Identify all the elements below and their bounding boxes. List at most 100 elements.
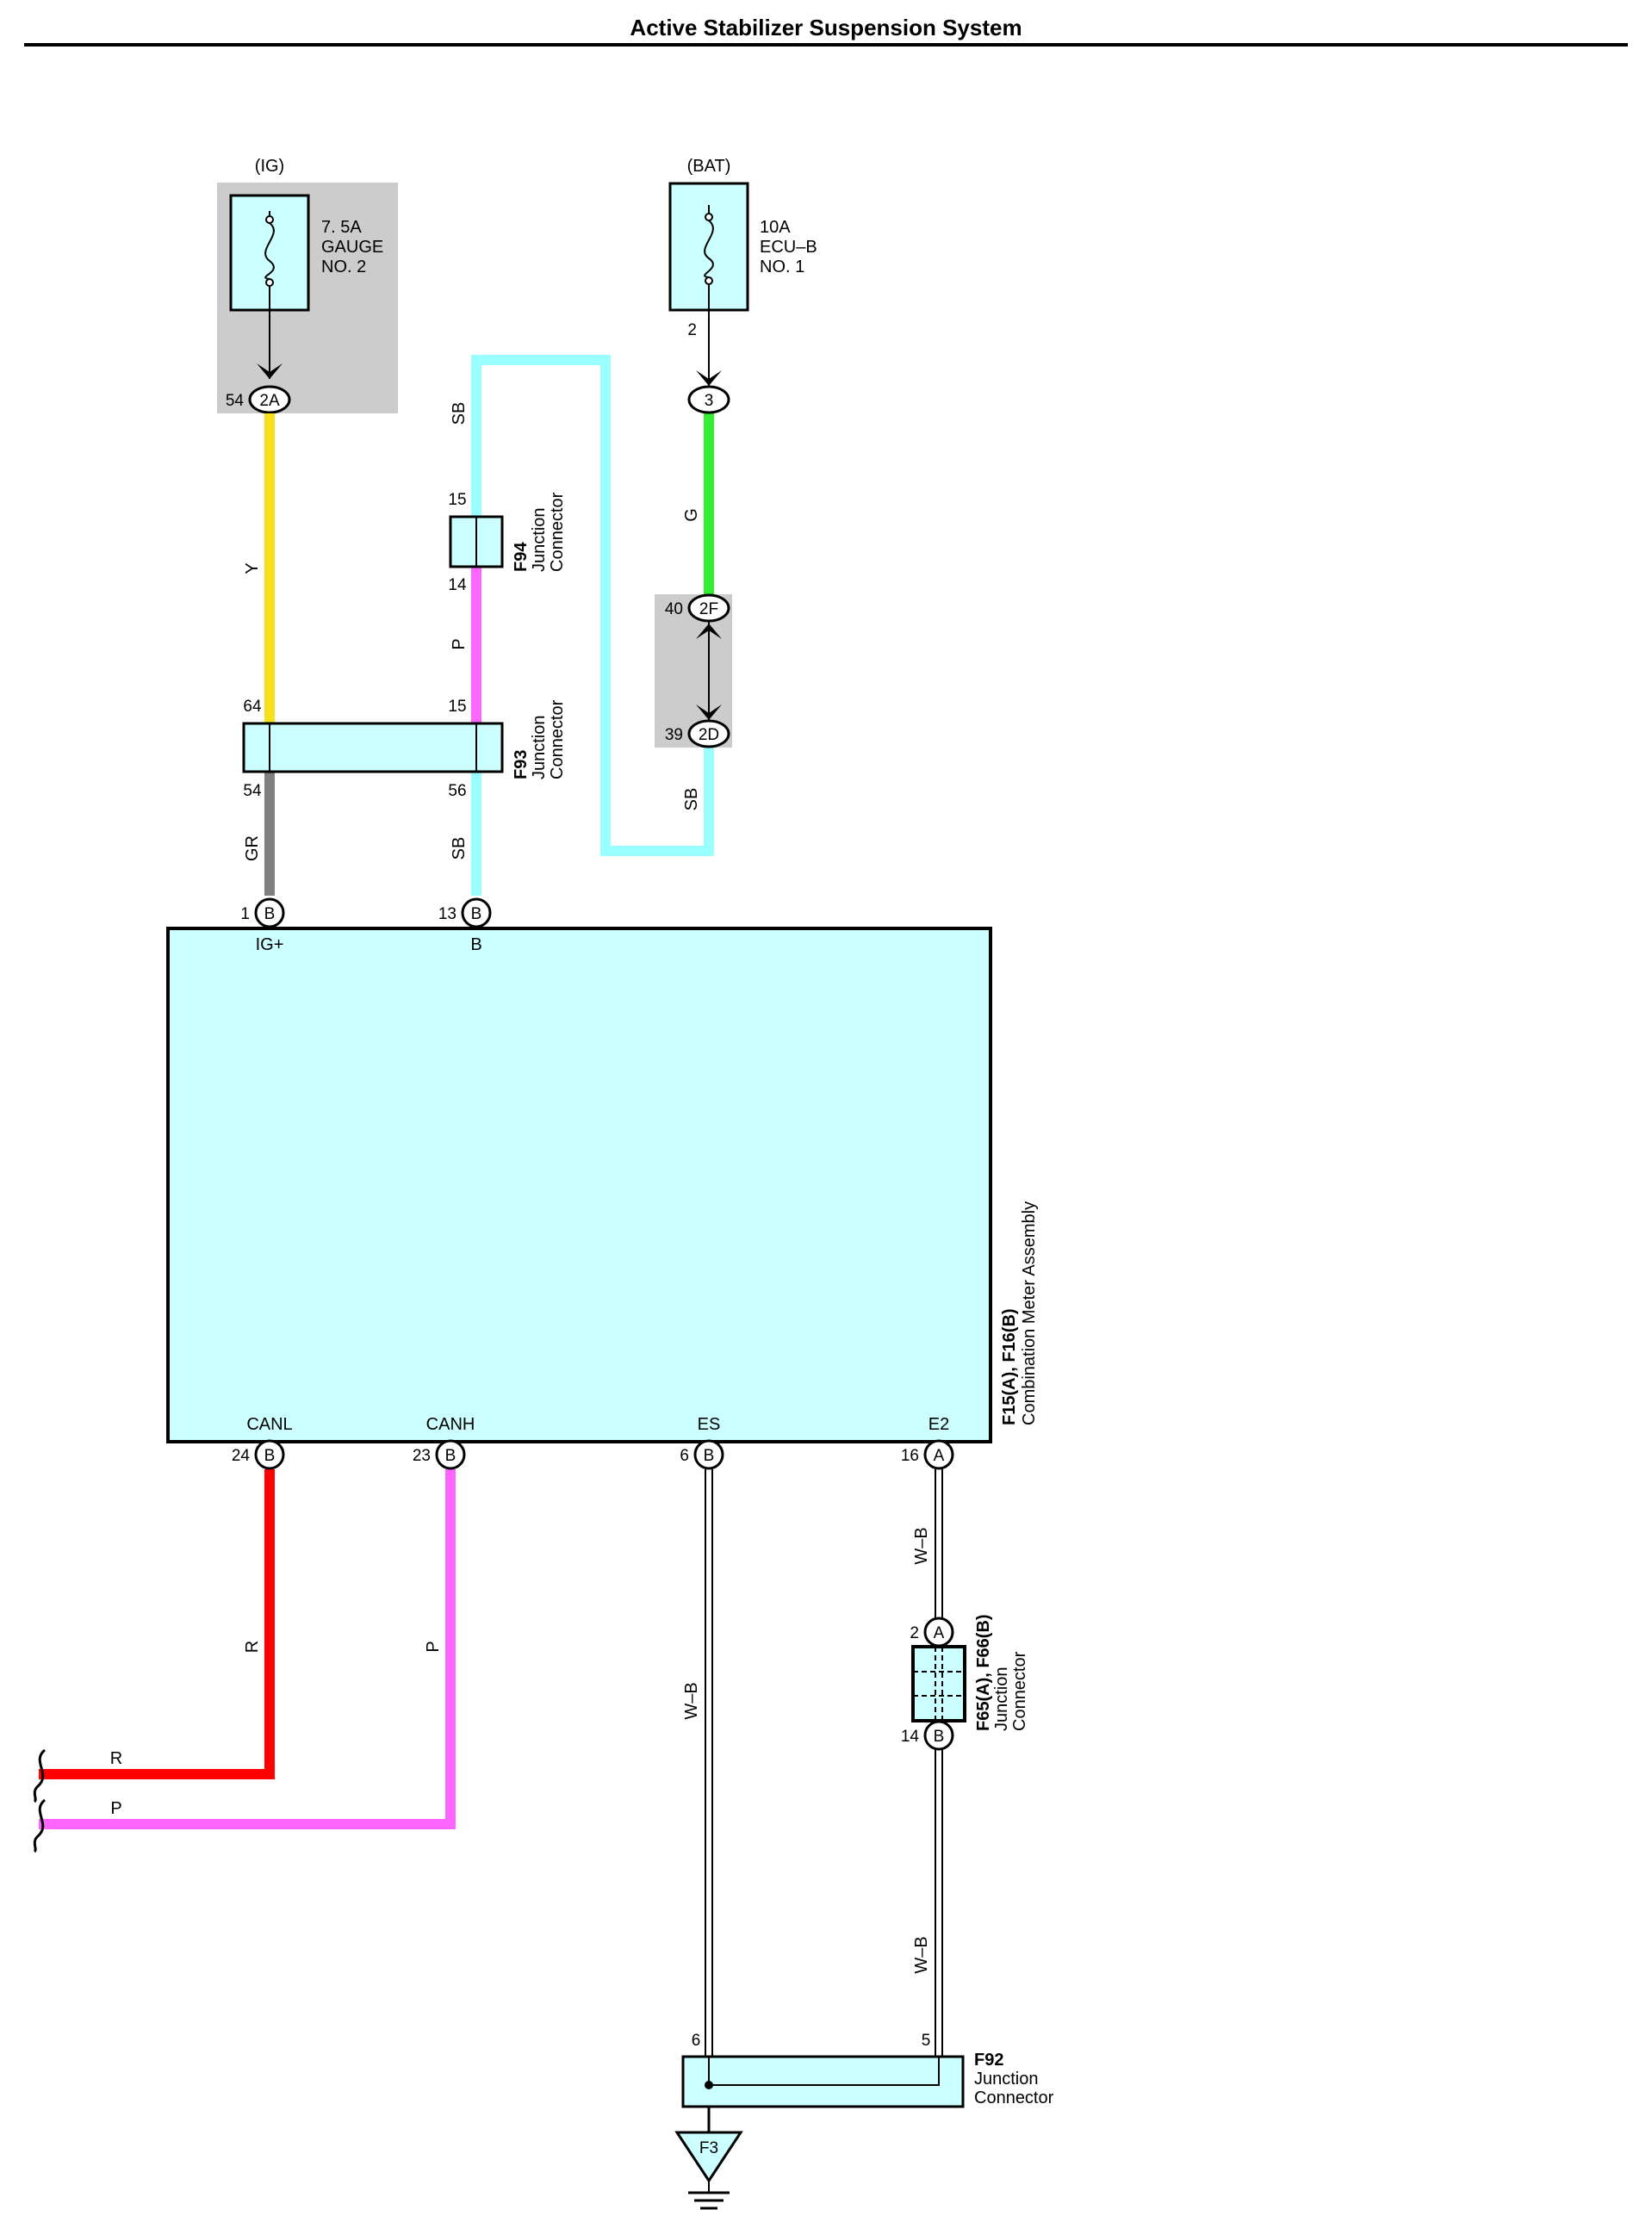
connector-A-2-pin: 2 — [910, 1624, 919, 1642]
f94-pin-bottom: 14 — [448, 576, 467, 594]
meter-terminal-b: B — [470, 935, 481, 954]
connector-A-2-code: A — [934, 1624, 945, 1642]
f93-pin-tl: 64 — [243, 698, 262, 716]
f65-internal-lines — [913, 1647, 965, 1721]
f93-code: F93 — [512, 750, 531, 779]
f65-code: F65(A), F66(B) — [974, 1614, 993, 1731]
connector-2A-code: 2A — [259, 392, 280, 410]
wire-y-label: Y — [243, 562, 262, 574]
wire-r-horiz-label: R — [110, 1749, 122, 1768]
ig-fuse-icon — [264, 211, 275, 287]
f93-pin-br: 56 — [448, 782, 466, 800]
wire-wb-upper — [935, 1469, 943, 1619]
connector-A-2 — [923, 1617, 954, 1648]
connector-2A-pin: 54 — [226, 392, 245, 410]
ig-source-label: (IG) — [255, 157, 284, 176]
combination-meter-assembly — [166, 927, 992, 1443]
connector-2F — [687, 593, 730, 623]
wire-wb-lower-label: W–B — [912, 1936, 931, 1973]
connector-2F-code: 2F — [699, 600, 718, 618]
bat-fuse-pin: 2 — [687, 321, 697, 339]
connector-B-6-pin: 6 — [680, 1447, 689, 1465]
wire-p — [39, 1469, 456, 1829]
wire-g-label: G — [682, 508, 701, 522]
connector-B-24-pin: 24 — [232, 1447, 251, 1465]
connector-2D-code: 2D — [699, 726, 719, 744]
wire-sb-right-label: SB — [682, 788, 701, 811]
bat-arrow-icon — [696, 370, 722, 386]
f92-pin-right: 5 — [922, 2032, 931, 2050]
wire-p-vert-label: P — [424, 1641, 443, 1652]
connector-B-23-pin: 23 — [413, 1447, 431, 1465]
wire-sb-top-label: SB — [450, 402, 469, 425]
connector-B-14-code: B — [934, 1728, 945, 1746]
wire-p-short-label: P — [450, 638, 469, 649]
ground-f3-triangle — [674, 2131, 743, 2183]
connector-B-14 — [923, 1720, 954, 1751]
junction-connector-f65-f66 — [911, 1645, 966, 1722]
meter-name: Combination Meter Assembly — [1020, 1201, 1039, 1425]
bat-fuse-rating: 10A — [760, 218, 791, 237]
wire-sb-loop — [471, 355, 714, 856]
meter-terminal-canh: CANH — [426, 1415, 475, 1434]
connector-B-24 — [254, 1439, 285, 1470]
wire-wb-left-label: W–B — [682, 1682, 701, 1719]
connector-2D-pin: 39 — [665, 726, 683, 744]
connector-3 — [687, 385, 730, 414]
ig-fuse-rating: 7. 5A — [321, 218, 362, 237]
f92-label-2: Connector — [974, 2089, 1054, 2107]
connector-2A — [248, 385, 291, 414]
f94-pin-top: 15 — [448, 491, 466, 509]
f92-code: F92 — [974, 2051, 1003, 2070]
meter-terminal-e2: E2 — [928, 1415, 949, 1434]
f93-label-1: Junction — [530, 716, 549, 780]
connector-B-1 — [254, 897, 285, 928]
connector-2D — [687, 719, 730, 748]
f94-label-2: Connector — [548, 492, 567, 572]
down-arrow-icon — [696, 704, 722, 720]
ground-icon — [688, 2181, 730, 2210]
connector-B-13-code: B — [471, 905, 482, 923]
f93-label-2: Connector — [548, 699, 567, 779]
ig-fuse-name-2: NO. 2 — [321, 258, 366, 276]
connector-B-1-code: B — [264, 905, 276, 923]
ground-code: F3 — [699, 2139, 718, 2157]
up-arrow-icon — [696, 624, 722, 639]
bat-source-label: (BAT) — [687, 157, 731, 176]
meter-terminal-canl: CANL — [246, 1415, 292, 1434]
wire-wb-lower — [935, 1748, 943, 2057]
connector-B-24-code: B — [264, 1447, 276, 1465]
meter-terminal-es: ES — [698, 1415, 721, 1434]
f92-splice-dot — [705, 2081, 713, 2089]
junction-connector-f92 — [681, 2055, 965, 2108]
page-title: Active Stabilizer Suspension System — [630, 15, 1022, 40]
connector-A-16-code: A — [934, 1447, 945, 1465]
connector-3-code: 3 — [705, 392, 714, 410]
f65-label-1: Junction — [992, 1667, 1011, 1732]
wire-sb-mid-label: SB — [450, 837, 469, 860]
connector-B-14-pin: 14 — [901, 1728, 920, 1746]
connector-A-16-pin: 16 — [901, 1447, 919, 1465]
wire-r — [39, 1469, 275, 1779]
connector-B-23-code: B — [445, 1447, 456, 1465]
wire-r-break-icon — [33, 1748, 47, 1803]
connector-A-16 — [923, 1439, 954, 1470]
f94-label-1: Junction — [530, 508, 549, 573]
f92-pin-left: 6 — [692, 2032, 701, 2050]
f93-pin-tr: 15 — [448, 698, 466, 716]
wire-r-vert-label: R — [243, 1641, 262, 1653]
f65-label-2: Connector — [1010, 1651, 1029, 1731]
wire-gr-label: GR — [243, 835, 262, 861]
meter-code: F15(A), F16(B) — [1000, 1308, 1019, 1425]
wire-p-break-icon — [33, 1798, 47, 1853]
f93-pin-bl: 54 — [243, 782, 262, 800]
connector-B-6-code: B — [704, 1447, 715, 1465]
f92-internal-link — [708, 2057, 940, 2086]
f92-label-1: Junction — [974, 2070, 1039, 2089]
wire-wb-upper-label: W–B — [912, 1527, 931, 1564]
bat-fuse-name-1: ECU–B — [760, 238, 817, 257]
f94-code: F94 — [512, 542, 531, 572]
ig-fuse-name-1: GAUGE — [321, 238, 383, 257]
connector-B-13-pin: 13 — [438, 905, 456, 923]
